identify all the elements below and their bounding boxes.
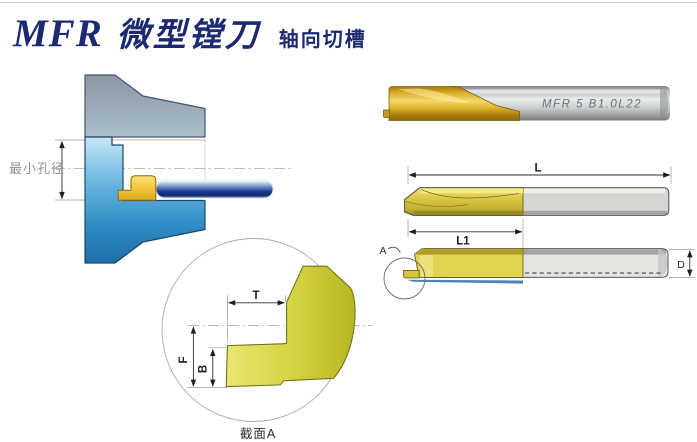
head-top-facet	[421, 188, 523, 194]
page-title: MFR 微型镗刀 轴向切槽	[13, 8, 367, 56]
section-detail: T F B 截面A	[161, 238, 372, 441]
length-dimension-drawing: L L1	[403, 163, 672, 248]
min-bore-label: 最小孔径	[9, 161, 65, 176]
dim-B-label: B	[198, 365, 210, 373]
title-product-name: 微型镗刀	[116, 15, 261, 54]
dim-L1-label: L1	[456, 236, 470, 248]
title-model-code: MFR	[13, 12, 103, 55]
detail-callout-label: A	[379, 245, 386, 257]
top-divider-line	[0, 2, 697, 3]
flute-line-upper	[420, 189, 520, 199]
drawing-body-outline	[403, 187, 670, 216]
insert-cross-section	[225, 265, 356, 388]
photo-cutting-tip	[383, 109, 390, 118]
title-subtitle: 轴向切槽	[278, 27, 367, 51]
photo-shank-end-cap	[660, 87, 669, 120]
sideview-head-facet-highlight	[419, 255, 433, 277]
workpiece-lower-half	[84, 136, 206, 264]
bore-cross-section-diagram: 最小孔径	[9, 74, 292, 264]
side-view-drawing: A D	[379, 245, 695, 300]
photo-shank-highlight	[452, 89, 664, 94]
boring-bar-shaft	[155, 179, 275, 200]
photo-flute-highlight	[398, 88, 471, 104]
detail-callout-circle	[383, 257, 426, 300]
section-caption: 截面A	[240, 427, 276, 441]
flute-line-lower	[405, 201, 469, 207]
head-bottom-facet	[414, 210, 523, 215]
tip-reflection-shadow	[407, 279, 523, 284]
sideview-head-top-facet	[415, 249, 523, 255]
cutting-head-in-bore	[117, 175, 157, 201]
detail-callout-leader	[387, 246, 401, 254]
sideview-shank-outline	[423, 248, 669, 278]
sideview-end-cap	[658, 249, 668, 277]
engraving-text: MFR 5 B1.0L22	[542, 99, 642, 111]
tool-photo: MFR 5 B1.0L22	[383, 86, 670, 121]
dim-T-label: T	[252, 290, 259, 302]
dim-L-label: L	[534, 163, 541, 175]
dim-D-label: D	[677, 259, 685, 271]
dim-F-label: F	[178, 356, 190, 363]
sideview-cutting-tip	[403, 269, 420, 279]
workpiece-upper-half	[84, 74, 206, 138]
